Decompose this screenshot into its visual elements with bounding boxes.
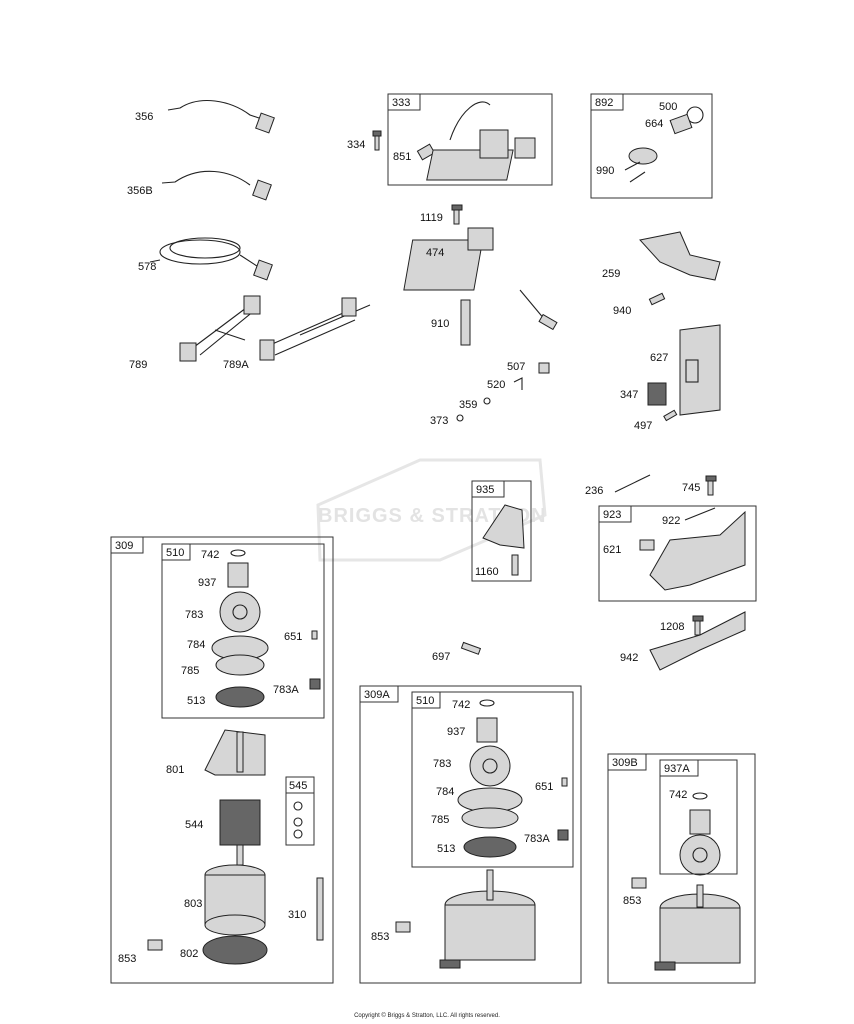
part-label: 334 bbox=[347, 139, 365, 151]
part-label: 651 bbox=[284, 631, 302, 643]
copyright-notice: Copyright © Briggs & Stratton, LLC. All … bbox=[354, 1013, 500, 1019]
part-label: 789A bbox=[223, 359, 249, 371]
part-label: 259 bbox=[602, 268, 620, 280]
box-label-937A: 937A bbox=[664, 763, 690, 775]
part-label: 910 bbox=[431, 318, 449, 330]
part-label: 356B bbox=[127, 185, 153, 197]
part-label: 651 bbox=[535, 781, 553, 793]
part-labels: 356 356B 578 789 789A 334 851 1119 474 9… bbox=[118, 101, 700, 965]
part-label: 627 bbox=[650, 352, 668, 364]
box-label-545: 545 bbox=[289, 780, 307, 792]
part-label: 802 bbox=[180, 948, 198, 960]
part-label: 310 bbox=[288, 909, 306, 921]
part-label: 853 bbox=[623, 895, 641, 907]
part-label: 236 bbox=[585, 485, 603, 497]
part-label: 783 bbox=[185, 609, 203, 621]
part-label: 1160 bbox=[475, 566, 499, 578]
part-label: 500 bbox=[659, 101, 677, 113]
box-label-333: 333 bbox=[392, 97, 410, 109]
box-label-309: 309 bbox=[115, 540, 133, 552]
part-label: 697 bbox=[432, 651, 450, 663]
box-333: 333 bbox=[387, 93, 553, 186]
part-label: 801 bbox=[166, 764, 184, 776]
box-label-510-middle: 510 bbox=[416, 695, 434, 707]
part-label: 785 bbox=[431, 814, 449, 826]
part-label: 922 bbox=[662, 515, 680, 527]
box-545: 545 bbox=[285, 776, 315, 846]
box-510-middle: 510 bbox=[411, 691, 574, 868]
box-923: 923 bbox=[598, 505, 757, 602]
box-label-309B: 309B bbox=[612, 757, 638, 769]
box-309: 309 bbox=[110, 536, 334, 984]
box-label-309A: 309A bbox=[364, 689, 390, 701]
part-label: 373 bbox=[430, 415, 448, 427]
box-309B: 309B bbox=[607, 753, 756, 984]
part-label: 745 bbox=[682, 482, 700, 494]
part-label: 789 bbox=[129, 359, 147, 371]
part-label: 784 bbox=[187, 639, 205, 651]
part-label: 664 bbox=[645, 118, 663, 130]
brand-watermark: BRIGGS & STRATTON bbox=[316, 458, 547, 562]
part-label: 544 bbox=[185, 819, 203, 831]
part-label: 578 bbox=[138, 261, 156, 273]
part-label: 853 bbox=[118, 953, 136, 965]
part-label: 474 bbox=[426, 247, 444, 259]
box-937A: 937A bbox=[659, 759, 738, 875]
part-label: 621 bbox=[603, 544, 621, 556]
part-label: 942 bbox=[620, 652, 638, 664]
box-935: 935 bbox=[471, 480, 532, 582]
part-label: 783 bbox=[433, 758, 451, 770]
watermark-text: BRIGGS & STRATTON bbox=[318, 505, 546, 527]
part-label: 937 bbox=[447, 726, 465, 738]
part-label: 507 bbox=[507, 361, 525, 373]
part-label: 785 bbox=[181, 665, 199, 677]
box-label-935: 935 bbox=[476, 484, 494, 496]
box-label-923: 923 bbox=[603, 509, 621, 521]
part-label: 853 bbox=[371, 931, 389, 943]
part-label: 742 bbox=[669, 789, 687, 801]
part-label: 347 bbox=[620, 389, 638, 401]
part-label: 513 bbox=[437, 843, 455, 855]
box-892: 892 bbox=[590, 93, 713, 199]
box-510-left: 510 bbox=[161, 543, 325, 719]
part-label: 990 bbox=[596, 165, 614, 177]
part-label: 359 bbox=[459, 399, 477, 411]
part-label: 803 bbox=[184, 898, 202, 910]
part-label: 520 bbox=[487, 379, 505, 391]
part-label: 497 bbox=[634, 420, 652, 432]
part-label: 513 bbox=[187, 695, 205, 707]
part-label: 937 bbox=[198, 577, 216, 589]
part-label: 1208 bbox=[660, 621, 684, 633]
box-label-892: 892 bbox=[595, 97, 613, 109]
part-label: 940 bbox=[613, 305, 631, 317]
box-309A: 309A bbox=[359, 685, 582, 984]
part-drawings bbox=[147, 100, 746, 971]
part-label: 1119 bbox=[420, 212, 443, 224]
part-label: 742 bbox=[201, 549, 219, 561]
part-label: 851 bbox=[393, 151, 411, 163]
part-label: 783A bbox=[524, 833, 550, 845]
part-label: 783A bbox=[273, 684, 299, 696]
part-label: 356 bbox=[135, 111, 153, 123]
part-label: 742 bbox=[452, 699, 470, 711]
part-label: 784 bbox=[436, 786, 454, 798]
box-label-510-left: 510 bbox=[166, 547, 184, 559]
